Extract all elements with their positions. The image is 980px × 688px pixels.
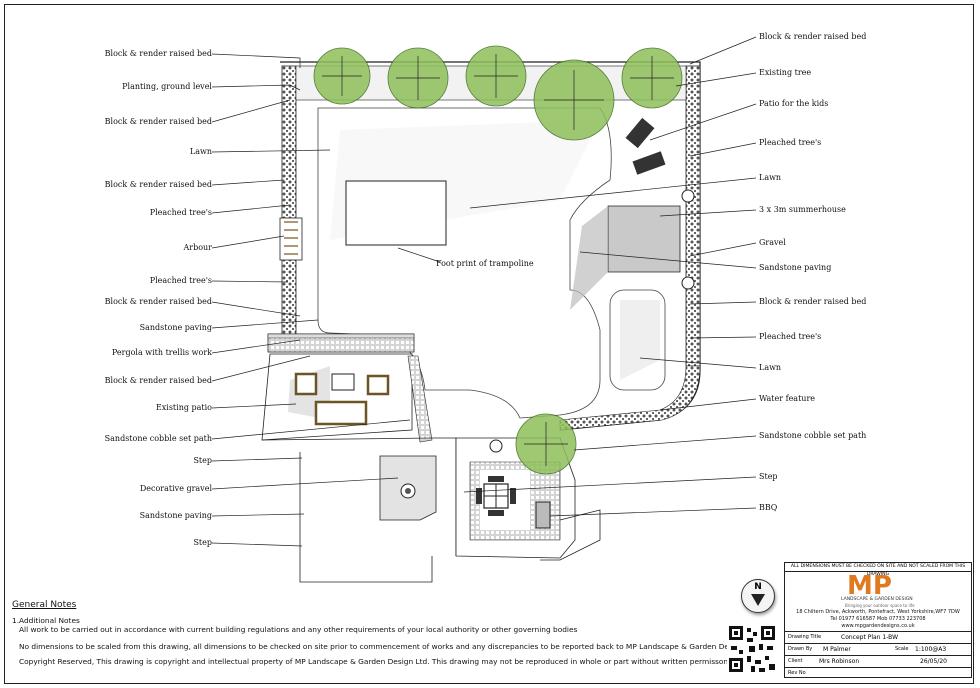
row-client: Client Mrs Robinson 26/05/20 [785, 655, 971, 667]
label-left-12: Block & render raised bed [104, 376, 212, 385]
logo-tagline: Bringing your outdoor space to life [845, 603, 915, 608]
date-value: 26/05/20 [920, 658, 947, 665]
label-right-8: Sandstone paving [759, 263, 832, 272]
client-value: Mrs Robinson [819, 658, 860, 665]
label-left-7: Arbour [183, 243, 212, 252]
logo-sub: LANDSCAPE & GARDEN DESIGN [841, 597, 913, 602]
title-block: ALL DIMENSIONS MUST BE CHECKED ON SITE A… [784, 562, 972, 678]
label-left-5: Block & render raised bed [104, 180, 212, 189]
row-drawing-title: Drawing Title Concept Plan 1-BW [785, 631, 971, 643]
label-right-11: Lawn [759, 363, 782, 372]
label-right-12: Water feature [759, 394, 816, 403]
drawn-by-value: M Palmer [823, 646, 851, 653]
scale-label: Scale [895, 646, 909, 652]
label-left-9: Block & render raised bed [104, 297, 212, 306]
company-logo: MP LANDSCAPE & GARDEN DESIGN Bringing yo… [841, 571, 921, 608]
summerhouse [607, 205, 681, 273]
drawing-title-label: Drawing Title [788, 634, 822, 640]
label-right-4: Pleached tree's [759, 138, 822, 147]
notes-line-1: All work to be carried out in accordance… [19, 625, 578, 634]
client-label: Client [788, 658, 803, 664]
label-right-13: Sandstone cobble set path [759, 431, 867, 440]
row-rev: Rev No [785, 667, 971, 678]
north-arrow-icon [751, 594, 765, 606]
title-block-header: ALL DIMENSIONS MUST BE CHECKED ON SITE A… [785, 563, 971, 577]
drawing-title-value: Concept Plan 1-BW [841, 634, 898, 641]
label-right-9: Block & render raised bed [759, 297, 867, 306]
notes-line-2: No dimensions to be scaled from this dra… [19, 642, 759, 651]
north-arrow: N [741, 579, 775, 613]
logo-text: MP [847, 571, 892, 601]
label-left-8: Pleached tree's [149, 276, 212, 285]
label-right-3: Patio for the kids [759, 99, 829, 108]
label-left-2: Planting, ground level [122, 82, 212, 91]
company-phone: Tel 01977 616587 Mob 07733 223708 [830, 616, 926, 622]
label-right-1: Block & render raised bed [759, 32, 867, 41]
scale-value: 1:100@A3 [915, 646, 947, 653]
label-left-3: Block & render raised bed [104, 117, 212, 126]
label-right-2: Existing tree [759, 68, 812, 77]
label-left-17: Sandstone paving [139, 511, 212, 520]
label-right-15: BBQ [759, 503, 778, 512]
label-left-13: Existing patio [155, 403, 212, 412]
label-left-18: Step [193, 538, 212, 547]
label-left-1: Block & render raised bed [104, 49, 212, 58]
label-right-10: Pleached tree's [759, 332, 822, 341]
label-left-15: Step [193, 456, 212, 465]
label-left-16: Decorative gravel [139, 484, 212, 493]
label-left-6: Pleached tree's [149, 208, 212, 217]
label-trampoline: Foot print of trampoline [436, 259, 534, 268]
notes-heading: General Notes [12, 600, 77, 610]
qr-code [727, 624, 777, 674]
label-left-11: Pergola with trellis work [111, 348, 212, 357]
label-left-10: Sandstone paving [139, 323, 212, 332]
left-raised-bed [281, 65, 297, 337]
notes-item-title: 1.Additional Notes [12, 616, 80, 625]
company-web: www.mpgardendesigns.co.uk [841, 623, 915, 629]
label-right-14: Step [759, 472, 778, 481]
drawing-frame [4, 4, 974, 684]
row-drawn-by: Drawn By M Palmer Scale 1:100@A3 [785, 643, 971, 655]
label-right-5: Lawn [759, 173, 782, 182]
company-address: 18 Chiltern Drive, Ackworth, Pontefract,… [796, 609, 960, 615]
label-right-6: 3 x 3m summerhouse [759, 205, 846, 214]
trampoline-footprint [345, 180, 447, 246]
drawn-by-label: Drawn By [788, 646, 813, 652]
label-left-14: Sandstone cobble set path [104, 434, 212, 443]
notes-line-3: Copyright Reserved, This drawing is copy… [19, 657, 729, 666]
north-label: N [754, 582, 762, 592]
right-raised-bed [685, 65, 701, 367]
label-right-7: Gravel [759, 238, 786, 247]
label-left-4: Lawn [189, 147, 212, 156]
rev-label: Rev No [788, 670, 806, 676]
arbour [279, 217, 303, 261]
